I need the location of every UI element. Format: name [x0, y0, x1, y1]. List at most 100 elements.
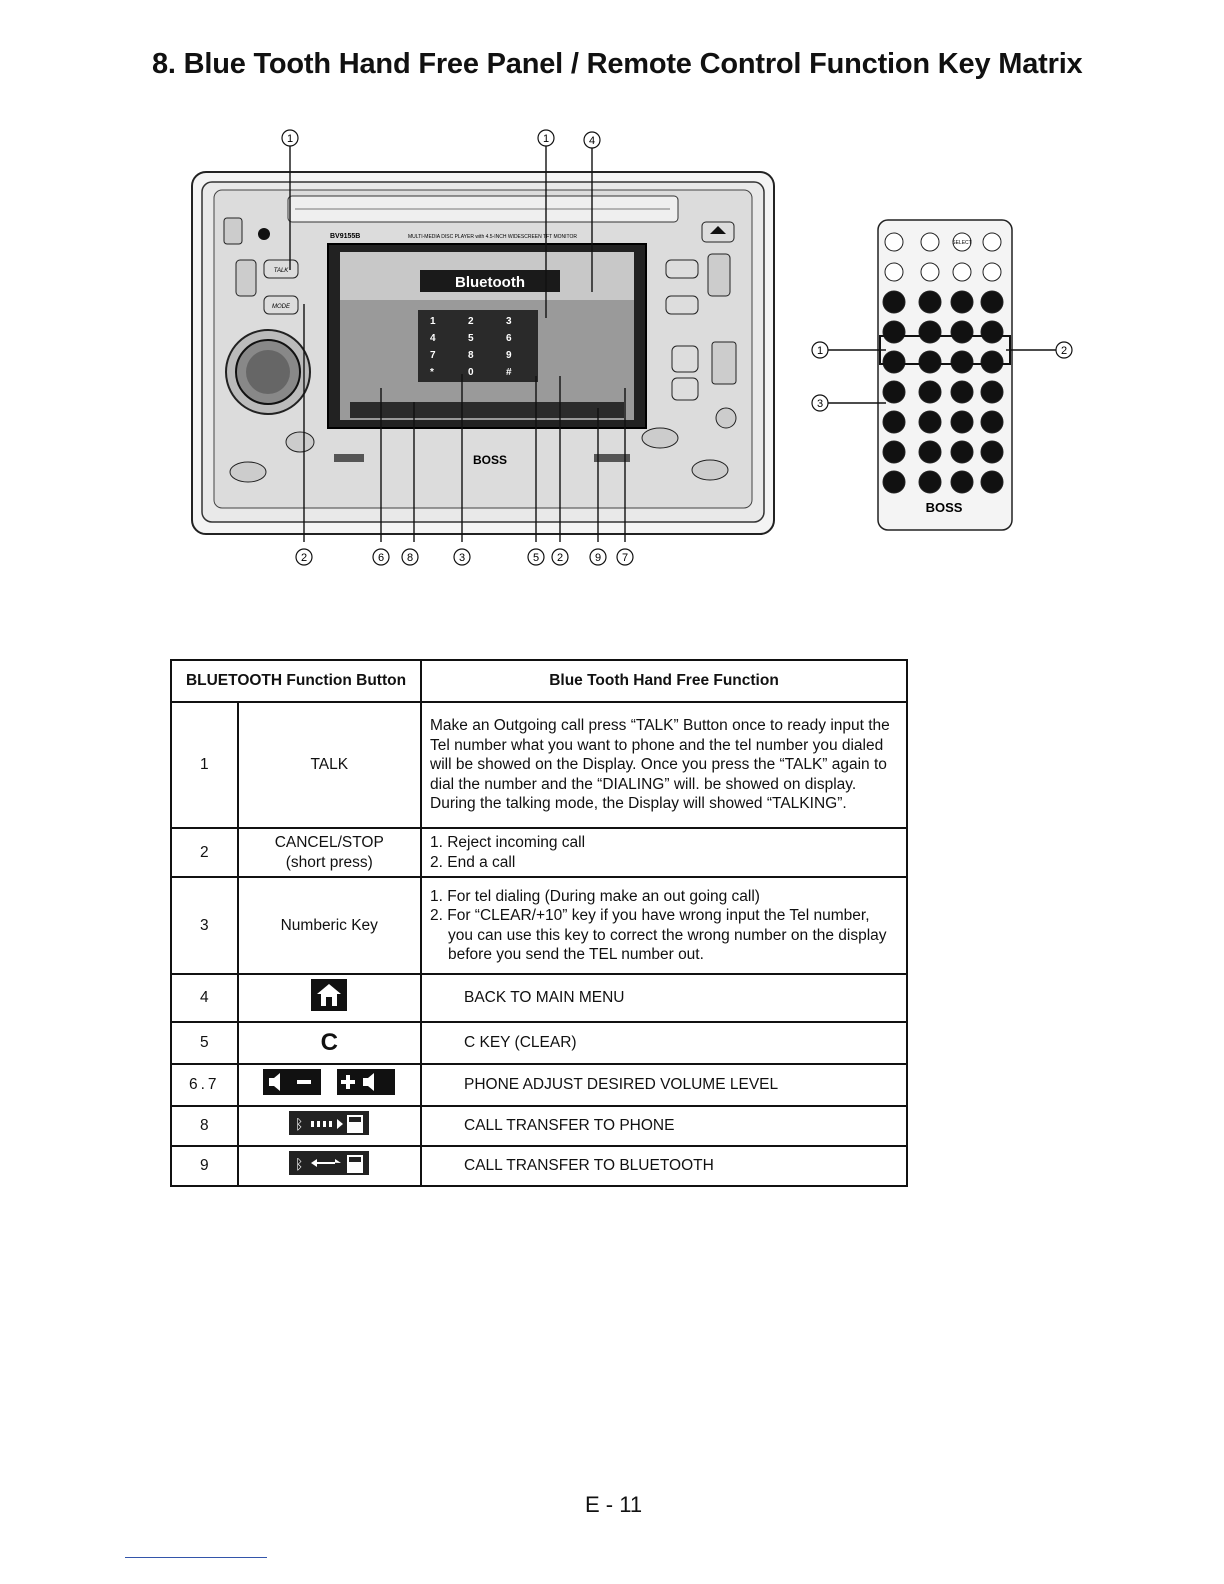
row-description: Make an Outgoing call press “TALK” Butto…	[420, 701, 908, 829]
row-description: C KEY (CLEAR)	[420, 1021, 908, 1065]
callout-bottom-circle	[401, 548, 419, 566]
remote-button	[950, 440, 974, 464]
remote-brand: BOSS	[926, 500, 963, 515]
table-row: 4 BACK TO MAIN MENU	[170, 973, 908, 1023]
remote-button	[982, 262, 1002, 282]
remote-button	[918, 470, 942, 494]
table-row: 9 ᛒ CALL TRANSFER TO BLUETOOTH	[170, 1145, 908, 1187]
row-button: TALK	[236, 701, 423, 829]
remote-button	[980, 470, 1004, 494]
mode-button-label: MODE	[272, 304, 291, 310]
remote-button	[918, 320, 942, 344]
row-button-line1: CANCEL/STOP	[274, 833, 384, 851]
table-row: 6.7 PHONE ADJUST DESIRED VOLUME LEVEL	[170, 1063, 908, 1107]
callout-bottom-circle	[551, 548, 569, 566]
row-number: 9	[170, 1145, 239, 1187]
remote-button	[884, 232, 904, 252]
table-row: 5 C C KEY (CLEAR)	[170, 1021, 908, 1065]
callout-bottom-circle	[453, 548, 471, 566]
table-row: 8 ᛒ CALL TRANSFER TO PHONE	[170, 1105, 908, 1147]
row-description: CALL TRANSFER TO PHONE	[420, 1105, 908, 1147]
callout-remote-number: 3	[817, 398, 823, 410]
page-title: 8. Blue Tooth Hand Free Panel / Remote C…	[152, 48, 1083, 80]
remote-button	[920, 262, 940, 282]
keypad-key: 3	[506, 316, 512, 327]
remote-button	[950, 320, 974, 344]
keypad-key: *	[430, 367, 434, 378]
head-unit-panel: BV9155B MULTI-MEDIA DISC PLAYER with 4.5…	[191, 171, 775, 535]
svg-text:ᛒ: ᛒ	[295, 1157, 303, 1173]
callout-bottom-circle	[589, 548, 607, 566]
row-description-line2: 2. For “CLEAR/+10” key if you have wrong…	[430, 907, 887, 963]
keypad-key: 2	[468, 316, 474, 327]
remote-button	[980, 320, 1004, 344]
row-number: 6.7	[170, 1063, 239, 1107]
remote-button	[918, 380, 942, 404]
callout-top-circle	[583, 131, 601, 149]
remote-button	[884, 262, 904, 282]
header-left: BLUETOOTH Function Button	[170, 659, 422, 703]
footer-rule	[125, 1557, 267, 1558]
callout-top-number: 4	[589, 135, 595, 147]
callout-top-number: 1	[287, 133, 293, 145]
remote-button	[882, 350, 906, 374]
svg-text:ᛒ: ᛒ	[295, 1117, 303, 1133]
table-header-row: BLUETOOTH Function Button Blue Tooth Han…	[170, 659, 908, 703]
header-right: Blue Tooth Hand Free Function	[420, 659, 908, 703]
remote-button	[882, 380, 906, 404]
volume-down-up-icon	[259, 1067, 399, 1103]
row-button: CANCEL/STOP (short press)	[236, 827, 423, 878]
remote-button	[950, 350, 974, 374]
keypad-key: 0	[468, 367, 474, 378]
remote-button	[980, 290, 1004, 314]
keypad-key: #	[506, 367, 512, 378]
callout-top-number: 1	[543, 133, 549, 145]
row-description: BACK TO MAIN MENU	[420, 973, 908, 1023]
callout-remote-number: 1	[817, 345, 823, 357]
callout-remote-number: 2	[1061, 345, 1067, 357]
remote-button	[950, 380, 974, 404]
row-number: 2	[170, 827, 239, 878]
callout-bottom-number: 6	[378, 552, 384, 564]
remote-button	[980, 440, 1004, 464]
row-description: CALL TRANSFER TO BLUETOOTH	[420, 1145, 908, 1187]
table-row: 3 Numberic Key 1. For tel dialing (Durin…	[170, 876, 908, 975]
function-key-table: BLUETOOTH Function Button Blue Tooth Han…	[170, 659, 908, 1187]
transfer-to-bluetooth-icon: ᛒ	[287, 1149, 371, 1183]
row-description-line2: 2. End a call	[430, 853, 516, 871]
row-icon-cell: ᛒ	[236, 1105, 423, 1147]
row-number: 5	[170, 1021, 239, 1065]
keypad-key: 7	[430, 350, 436, 361]
row-icon-cell	[236, 973, 423, 1023]
keypad-key: 4	[430, 333, 436, 344]
keypad-key: 5	[468, 333, 474, 344]
remote-button	[982, 232, 1002, 252]
remote-button	[918, 350, 942, 374]
panel-brand: BOSS	[473, 453, 507, 467]
callout-top-circle	[281, 129, 299, 147]
remote-button	[980, 350, 1004, 374]
row-number: 3	[170, 876, 239, 975]
panel-tagline: MULTI-MEDIA DISC PLAYER with 4.5-INCH WI…	[408, 234, 577, 240]
remote-button	[882, 290, 906, 314]
keypad-key: 6	[506, 333, 512, 344]
row-icon-cell: ᛒ	[236, 1145, 423, 1187]
callout-bottom-circle	[372, 548, 390, 566]
callout-bottom-number: 3	[459, 552, 465, 564]
callout-bottom-number: 5	[533, 552, 539, 564]
remote-button	[918, 410, 942, 434]
row-button-line2: (short press)	[285, 853, 373, 871]
talk-button-label: TALK	[274, 268, 290, 274]
row-number: 4	[170, 973, 239, 1023]
remote-button	[882, 410, 906, 434]
remote-button	[952, 232, 972, 252]
home-icon	[309, 977, 349, 1019]
remote-button	[920, 232, 940, 252]
row-description: 1. Reject incoming call 2. End a call	[420, 827, 908, 878]
row-description: 1. For tel dialing (During make an out g…	[420, 876, 908, 975]
remote-button	[882, 440, 906, 464]
callout-bottom-number: 8	[407, 552, 413, 564]
row-number: 8	[170, 1105, 239, 1147]
keypad-key: 8	[468, 350, 474, 361]
remote-button	[980, 380, 1004, 404]
